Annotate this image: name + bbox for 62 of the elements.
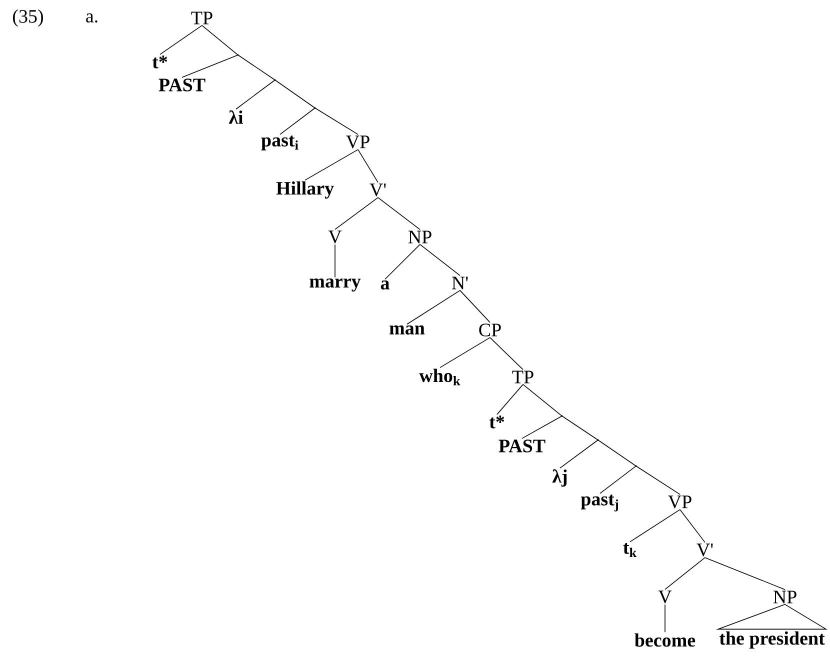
branch-line xyxy=(420,244,460,276)
branch-line xyxy=(238,54,276,80)
branch-line xyxy=(202,25,238,56)
branch-line xyxy=(522,416,562,439)
branch-line xyxy=(496,384,524,415)
word-label: past$_{i}$ xyxy=(261,136,298,150)
branch-line xyxy=(182,54,238,78)
category-label: V xyxy=(658,590,672,604)
category-label: CP xyxy=(479,324,501,336)
word-label: become xyxy=(634,633,696,647)
category-label: V' xyxy=(370,184,386,196)
branch-line xyxy=(522,384,562,416)
word-label: past$_{j}$ xyxy=(580,494,618,512)
branch-line xyxy=(280,108,316,135)
word-label: the president xyxy=(719,631,825,649)
example-number: (35) xyxy=(13,9,43,27)
branch-line xyxy=(304,149,358,181)
category-label: NP xyxy=(408,230,432,244)
word-label: who$_{k}$ xyxy=(419,368,460,386)
word-label: man xyxy=(390,325,425,335)
branch-line xyxy=(600,466,636,494)
category-label: TP xyxy=(191,12,212,24)
branch-line xyxy=(358,149,378,183)
branch-line xyxy=(664,604,666,633)
branch-line xyxy=(630,509,680,542)
branch-line xyxy=(406,290,460,325)
category-label: N' xyxy=(452,276,468,290)
word-label: λj xyxy=(552,469,567,487)
category-label: V' xyxy=(696,544,713,556)
branch-line xyxy=(560,440,598,468)
branch-line xyxy=(680,509,706,543)
branch-line xyxy=(378,197,420,230)
word-label: λi xyxy=(228,110,244,124)
branch-line xyxy=(236,80,276,110)
branch-line xyxy=(440,337,490,368)
word-label: marry xyxy=(310,278,361,292)
category-label: TP xyxy=(512,370,534,384)
word-label: a xyxy=(380,280,390,290)
word-label: PAST xyxy=(158,78,206,92)
branch-line xyxy=(274,80,316,108)
word-label: t* xyxy=(152,56,168,68)
branch-line xyxy=(334,197,378,230)
branch-line xyxy=(490,337,524,370)
branch-line xyxy=(664,557,706,590)
branch-line xyxy=(704,557,786,590)
branch-line xyxy=(598,440,636,466)
branch-line xyxy=(636,466,680,495)
branch-line xyxy=(384,244,420,280)
branch-line xyxy=(460,290,490,323)
category-label: V xyxy=(328,230,342,244)
branch-line xyxy=(334,244,336,278)
word-label: Hillary xyxy=(276,181,334,199)
branch-line xyxy=(160,25,202,55)
word-label: t* xyxy=(489,416,504,428)
category-label: NP xyxy=(773,590,796,604)
word-label: PAST xyxy=(498,440,546,452)
category-label: VP xyxy=(668,496,692,508)
category-label: VP xyxy=(346,136,370,148)
branch-line xyxy=(562,416,598,440)
word-label: t$_{k}$ xyxy=(623,543,637,557)
branch-line xyxy=(314,108,358,135)
example-number: a. xyxy=(86,13,98,23)
